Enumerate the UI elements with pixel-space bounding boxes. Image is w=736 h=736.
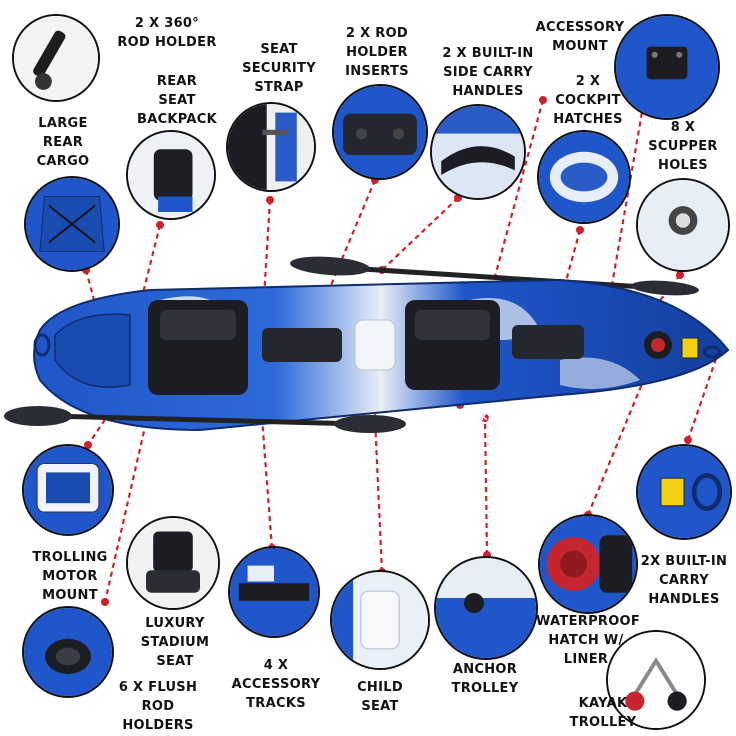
thumb-side-carry-handles [430,104,526,200]
thumb-luxury-stadium-seat [126,516,220,610]
thumb-accessory-mount [614,14,720,120]
thumb-carry-handles [636,444,732,540]
label-rod-holder-360: 2 X 360°ROD HOLDER [117,16,217,50]
thumb-scupper-holes [636,178,730,272]
thumb-trolling-motor-mount [22,444,114,536]
thumb-anchor-trolley [434,556,538,660]
thumb-rod-holder-360 [12,14,100,102]
thumb-rear-seat-backpack [126,130,216,220]
thumb-flush-rod-holders [22,606,114,698]
thumb-seat-security-strap [226,102,316,192]
thumb-kayak-trolley [606,630,706,730]
thumb-rod-holder-inserts [332,84,428,180]
thumb-child-seat [330,570,430,670]
child-seat [354,319,396,371]
thumb-cockpit-hatches [537,130,631,224]
thumb-waterproof-hatch [538,514,638,614]
thumb-large-rear-cargo [24,176,120,272]
thumb-accessory-tracks [228,546,320,638]
hull-logo: REEL YAKS [440,412,495,426]
